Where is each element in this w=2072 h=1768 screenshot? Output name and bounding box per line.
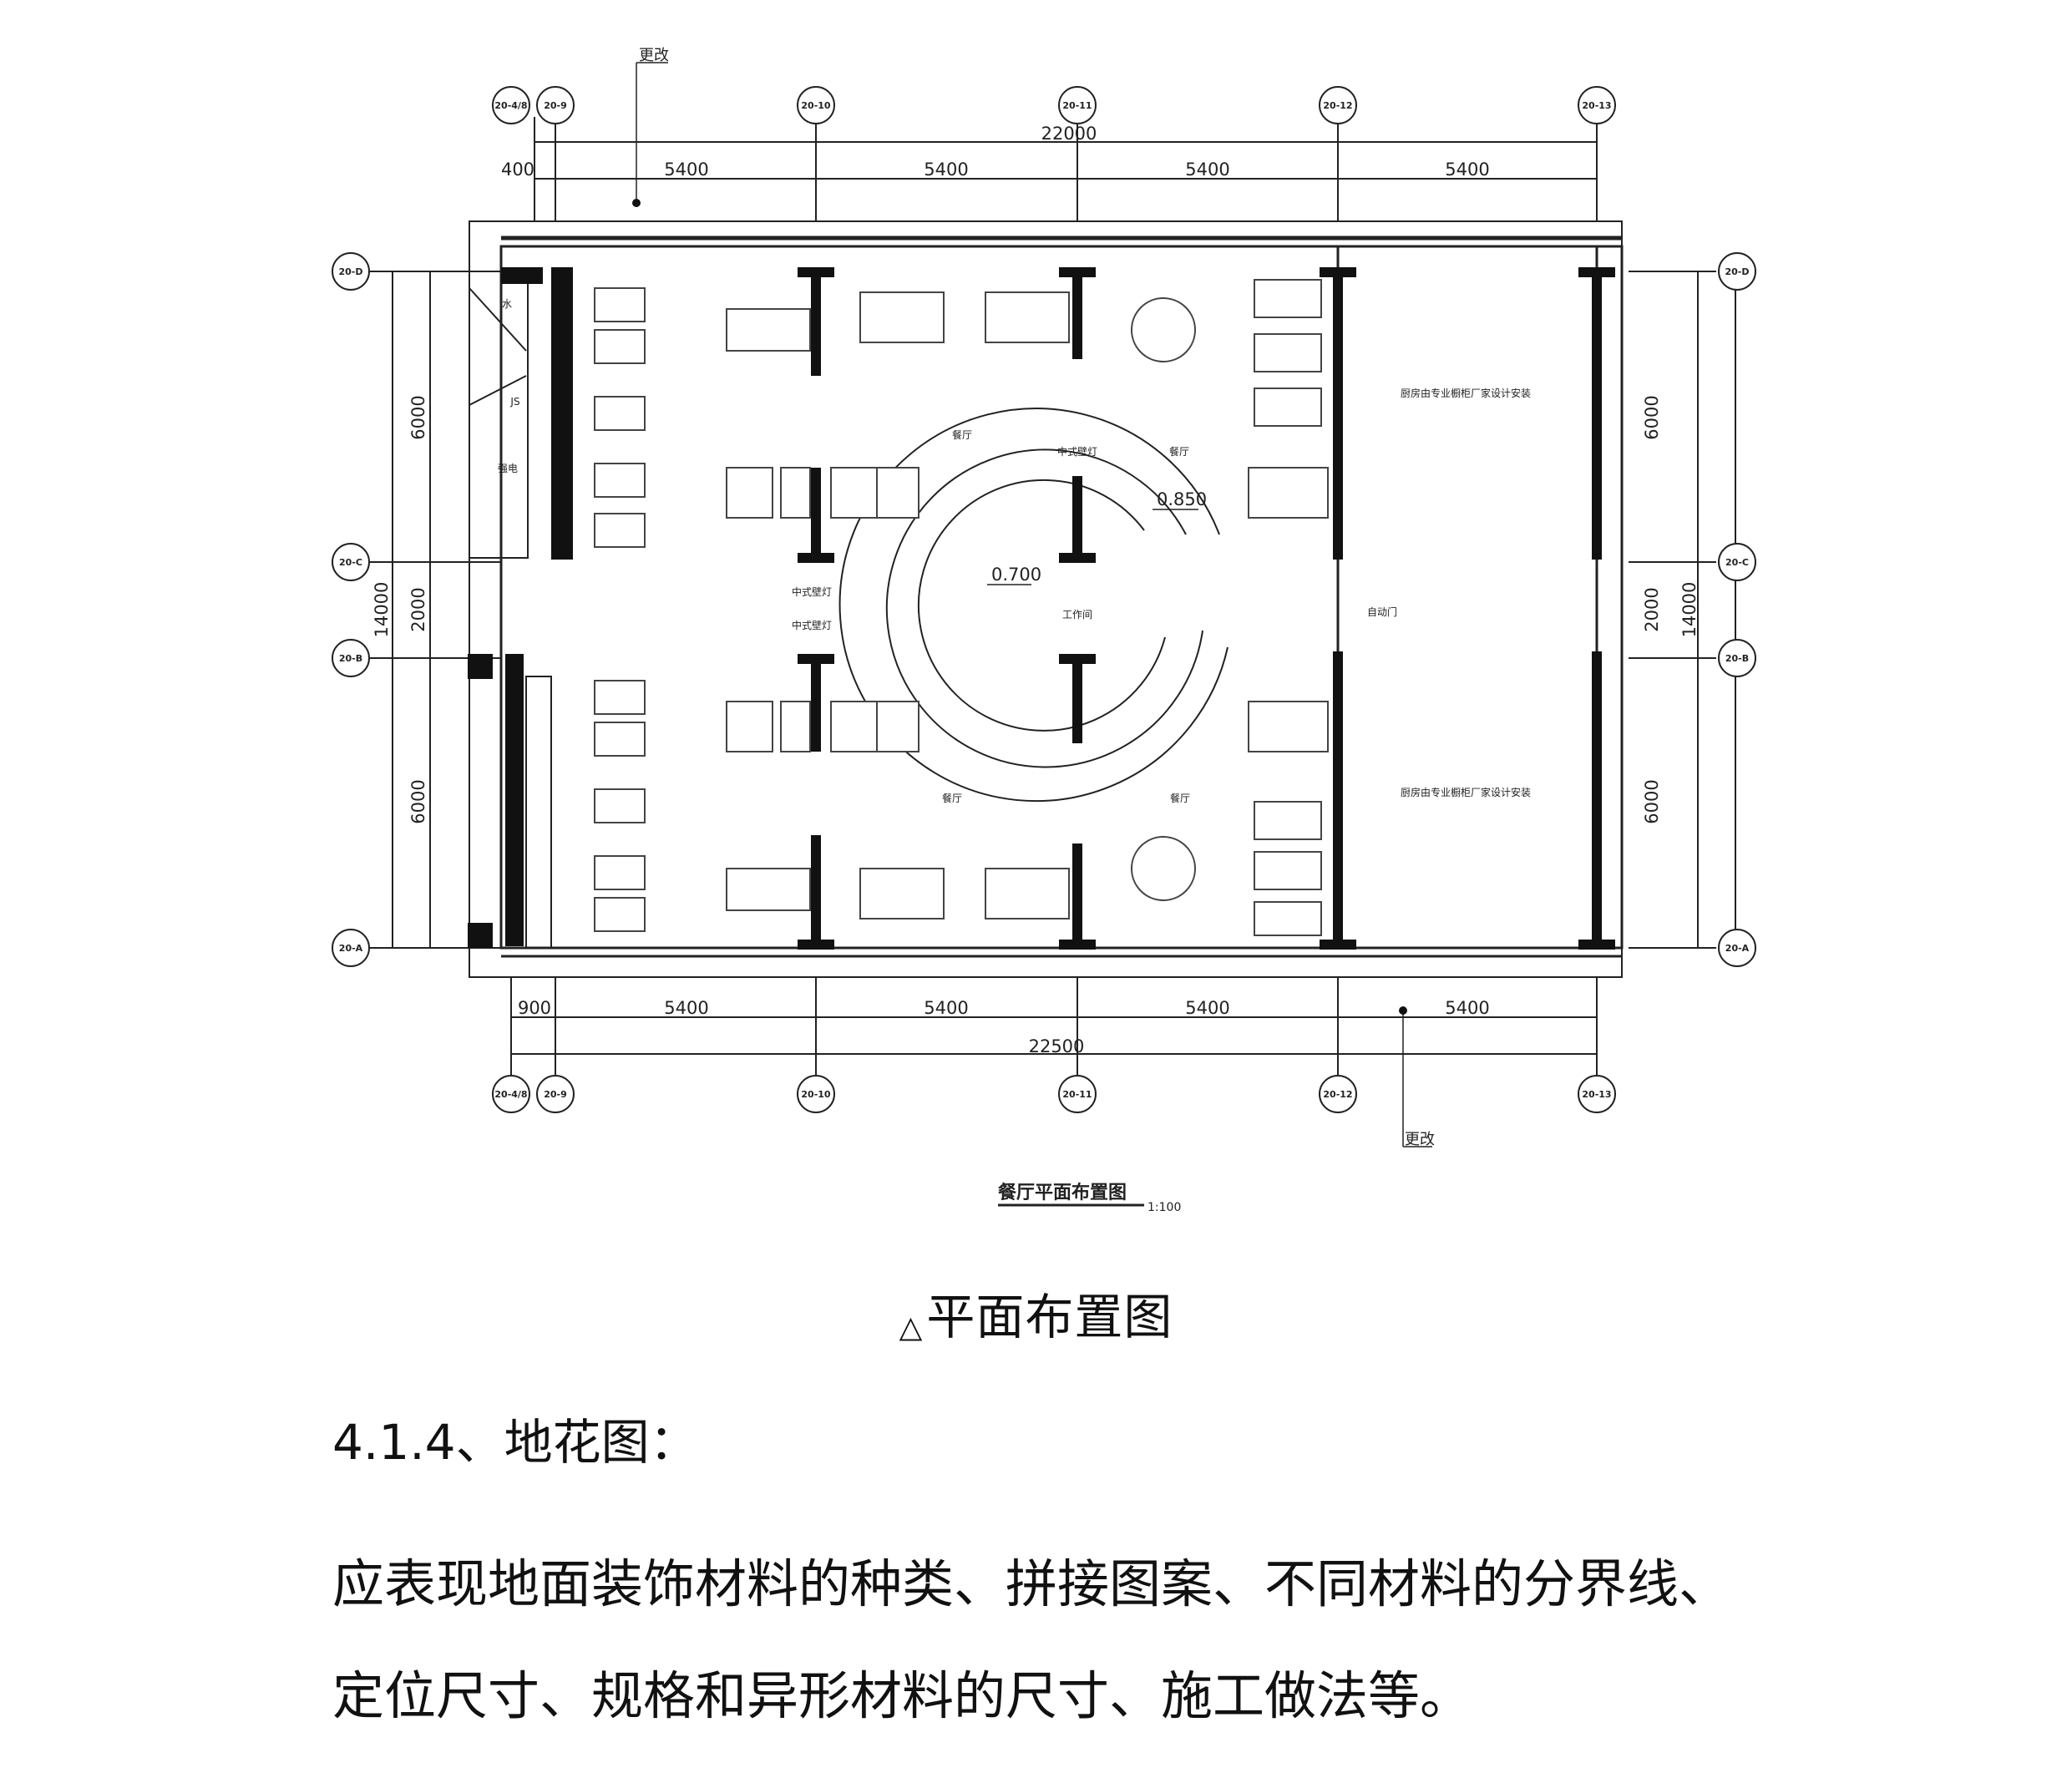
caption-marker: △ — [899, 1310, 924, 1345]
label-water: 水 — [502, 298, 512, 310]
grid-label-top-5: 20-12 — [1323, 100, 1352, 111]
grid-label-left-3: 20-B — [339, 653, 362, 664]
dim-bottom-part-3: 5400 — [924, 998, 968, 1018]
grid-label-top-6: 20-13 — [1582, 100, 1611, 111]
grid-label-top-4: 20-11 — [1062, 100, 1092, 111]
change-note-top: 更改 — [639, 47, 669, 64]
label-auto-door: 自动门 — [1367, 605, 1397, 618]
label-kitchen-note-1: 厨房由专业橱柜厂家设计安装 — [1401, 387, 1531, 399]
label-chinese-lamp-2: 中式壁灯 — [792, 585, 832, 598]
dim-left-part-2: 2000 — [408, 587, 428, 631]
dim-right-total: 14000 — [1679, 582, 1700, 638]
grid-label-right-1: 20-D — [1725, 266, 1749, 277]
label-dining-3: 餐厅 — [942, 792, 962, 804]
grid-label-top-1: 20-4/8 — [494, 100, 527, 111]
dim-top-part-3: 5400 — [924, 160, 968, 180]
grid-label-bottom-3: 20-10 — [801, 1089, 831, 1100]
grid-label-left-4: 20-A — [339, 943, 363, 954]
dim-left-part-1: 6000 — [408, 395, 428, 439]
dim-bottom-part-5: 5400 — [1445, 998, 1489, 1018]
grid-label-right-4: 20-A — [1725, 943, 1750, 954]
dim-left-part-3: 6000 — [408, 779, 428, 823]
level-700: 0.700 — [991, 565, 1041, 585]
grid-label-bottom-4: 20-11 — [1062, 1089, 1092, 1100]
grid-label-bottom-5: 20-12 — [1323, 1089, 1352, 1100]
grid-label-bottom-2: 20-9 — [544, 1089, 567, 1100]
dim-bottom-part-2: 5400 — [664, 998, 708, 1018]
grid-label-bottom-6: 20-13 — [1582, 1089, 1611, 1100]
plan-scale: 1:100 — [1147, 1201, 1181, 1214]
grid-label-left-1: 20-D — [338, 266, 362, 277]
grid-label-right-3: 20-B — [1725, 653, 1749, 664]
dim-bottom-part-1: 900 — [518, 998, 551, 1018]
level-850: 0.850 — [1157, 489, 1207, 509]
label-dining-2: 餐厅 — [1169, 445, 1189, 458]
label-js: JS — [509, 396, 519, 408]
grid-label-top-2: 20-9 — [544, 100, 567, 111]
dim-right-part-2: 2000 — [1642, 587, 1662, 631]
dim-left-total: 14000 — [372, 582, 392, 638]
figure-caption: △平面布置图 — [0, 1278, 2072, 1348]
floor-plan-drawing: 20-4/8 20-9 20-10 20-11 20-12 20-13 20-4… — [332, 47, 1756, 1214]
section-heading: 4.1.4、地花图： — [332, 1414, 698, 1471]
grid-label-right-2: 20-C — [1725, 557, 1749, 568]
label-chinese-lamp-3: 中式壁灯 — [792, 619, 832, 631]
label-kitchen-note-2: 厨房由专业橱柜厂家设计安装 — [1401, 786, 1531, 798]
dim-top-part-5: 5400 — [1445, 160, 1489, 180]
dim-bottom-total: 22500 — [1029, 1036, 1085, 1056]
label-dining-1: 餐厅 — [952, 428, 972, 441]
change-note-bottom: 更改 — [1405, 1131, 1435, 1148]
dim-top-part-4: 5400 — [1185, 160, 1229, 180]
dim-top-part-2: 5400 — [664, 160, 708, 180]
plan-title: 餐厅平面布置图 — [998, 1182, 1127, 1203]
label-strong-power: 强电 — [498, 463, 518, 474]
body-paragraph: 应表现地面装饰材料的种类、拼接图案、不同材料的分界线、定位尺寸、规格和异形材料的… — [332, 1553, 1731, 1726]
label-chinese-lamp-1: 中式壁灯 — [1057, 445, 1097, 458]
dim-right-part-1: 6000 — [1642, 395, 1662, 439]
label-workroom: 工作间 — [1062, 609, 1092, 621]
grid-label-bottom-1: 20-4/8 — [494, 1089, 527, 1100]
dim-bottom-part-4: 5400 — [1185, 998, 1229, 1018]
label-dining-4: 餐厅 — [1170, 792, 1190, 804]
caption-text: 平面布置图 — [926, 1289, 1173, 1345]
grid-label-top-3: 20-10 — [801, 100, 831, 111]
grid-label-left-2: 20-C — [339, 557, 362, 568]
dim-top-total: 22000 — [1041, 124, 1097, 144]
dim-right-part-3: 6000 — [1642, 779, 1662, 823]
dim-top-part-1: 400 — [501, 160, 534, 180]
